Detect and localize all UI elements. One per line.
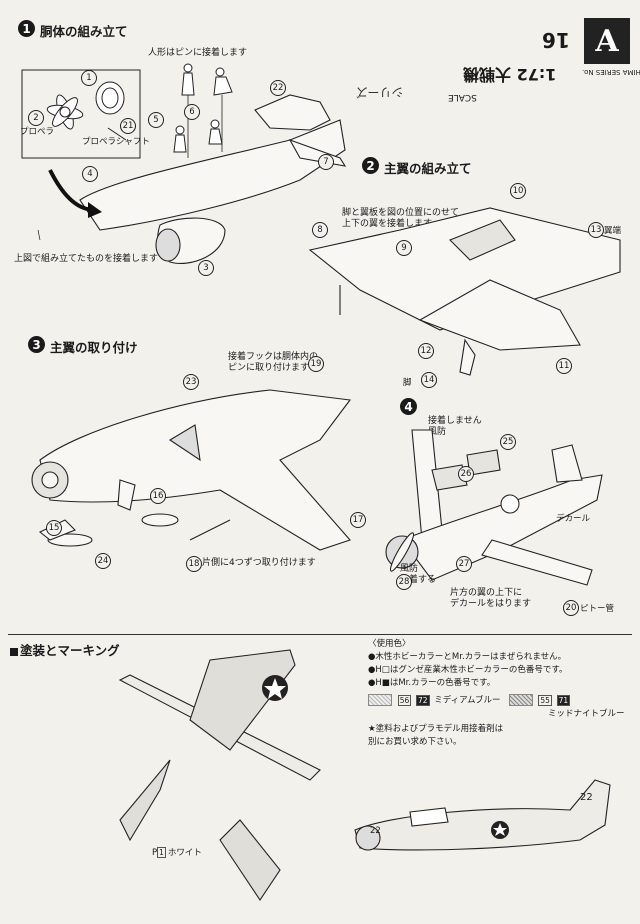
callout-25: 25 (500, 434, 516, 450)
callout-18: 18 (186, 556, 202, 572)
usage-note: ★塗料およびプラモデル用接着剤は 別にお買い求め下さい。 (368, 723, 504, 747)
callout-5: 5 (148, 112, 164, 128)
callout-2: 2 (28, 110, 44, 126)
callout-6: 6 (184, 104, 200, 120)
step2-wing-drawing (308, 207, 621, 376)
step2-note: 脚と翼板を図の位置にのせて 上下の翼を接着します。 (342, 208, 460, 229)
callout-8: 8 (312, 222, 328, 238)
callout-7: 7 (318, 154, 334, 170)
step4-note-decal: 片方の翼の上下に デカールをはります (450, 588, 532, 609)
scale-title: 1:72 大戦機 (463, 65, 557, 84)
step4-number: 4 (400, 398, 417, 415)
section-divider (8, 634, 632, 635)
usage-title: 〈使用色〉 (368, 639, 411, 649)
callout-16: 16 (150, 488, 166, 504)
callout-14: 14 (421, 372, 437, 388)
step2-number: 2 (362, 157, 379, 174)
step3-wing-attach-drawing (31, 389, 352, 551)
callout-24: 24 (95, 553, 111, 569)
series-label: シリーズ (356, 85, 404, 99)
step4-note-windshield: 風防 接着する (400, 564, 437, 585)
callout-12: 12 (418, 343, 434, 359)
color-swatches: 56 72 ミディアムブルー 55 71 (368, 694, 630, 708)
usage-line1: ●木性ホビーカラーとMr.カラーはまぜられません。 (368, 652, 567, 662)
leg-label: 脚 (403, 378, 412, 388)
tail-number: 22 (580, 792, 593, 803)
step4-aircraft-drawing (385, 429, 603, 586)
decal-label: デカール (556, 514, 591, 524)
color1-name: ミディアムブルー (434, 695, 501, 706)
aoshima-logo: A (584, 18, 630, 64)
usage-line2: ●H□はグンゼ産業木性ホビーカラーの色番号です。 (368, 665, 568, 675)
scale-label: SCALE (448, 92, 477, 102)
callout-26: 26 (458, 466, 474, 482)
callout-1: 1 (81, 70, 97, 86)
step4-note-canopy: 接着しません 風防 (428, 416, 482, 437)
callout-22: 22 (270, 80, 286, 96)
propeller-label: プロペラ (20, 127, 55, 137)
painting-sideview-drawing (354, 779, 611, 851)
callout-20: 20 (563, 600, 579, 616)
usage-line3: ●H■はMr.カラーの色番号です。 (368, 678, 496, 688)
callout-13: 13 (588, 222, 604, 238)
callout-23: 23 (183, 374, 199, 390)
brand-label: AOSHIMA SERIES No. (582, 68, 640, 76)
step1-number: 1 (18, 20, 35, 37)
callout-3: 3 (198, 260, 214, 276)
callout-27: 27 (456, 556, 472, 572)
nose-number: 22 (370, 826, 381, 836)
painting-topview-drawing (118, 649, 321, 901)
callout-4: 4 (82, 166, 98, 182)
callout-28: 28 (396, 574, 412, 590)
color1-swatch (368, 694, 392, 706)
callout-19: 19 (308, 356, 324, 372)
step1-note-figures: 人形はピンに接着します (148, 48, 248, 58)
step3-note-bomb: 片側に4つずつ取り付けます (202, 558, 316, 568)
callout-21: 21 (120, 118, 136, 134)
color2-swatch (508, 694, 533, 706)
step1-note-attach: 上図で組み立てたものを接着します (14, 254, 159, 264)
step1-title: 胴体の組み立て (40, 24, 128, 39)
pitot-label: ピトー管 (580, 604, 615, 614)
color2-name: ミッドナイトブルー (548, 708, 625, 719)
step3-number: 3 (28, 336, 45, 353)
callout-15: 15 (46, 520, 62, 536)
callout-11: 11 (556, 358, 572, 374)
step3-title: 主翼の取り付け (50, 340, 138, 355)
callout-9: 9 (396, 240, 412, 256)
propeller-shaft-label: プロペラシャフト (82, 137, 150, 147)
wing-tip-label: 翼端 (604, 226, 622, 236)
callout-17: 17 (350, 512, 366, 528)
step3-note-hook: 接着フックは胴体内の ピンに取り付けます (228, 352, 319, 373)
series-number: 16 (542, 28, 570, 52)
step1-fuselage-drawing (21, 63, 347, 264)
callout-10: 10 (510, 183, 526, 199)
paint-usage-info: 〈使用色〉 ●木性ホビーカラーとMr.カラーはまぜられません。 ●H□はグンゼ産… (368, 638, 630, 749)
step2-title: 主翼の組み立て (384, 161, 472, 176)
painting-title: 塗装とマーキング (10, 640, 120, 659)
